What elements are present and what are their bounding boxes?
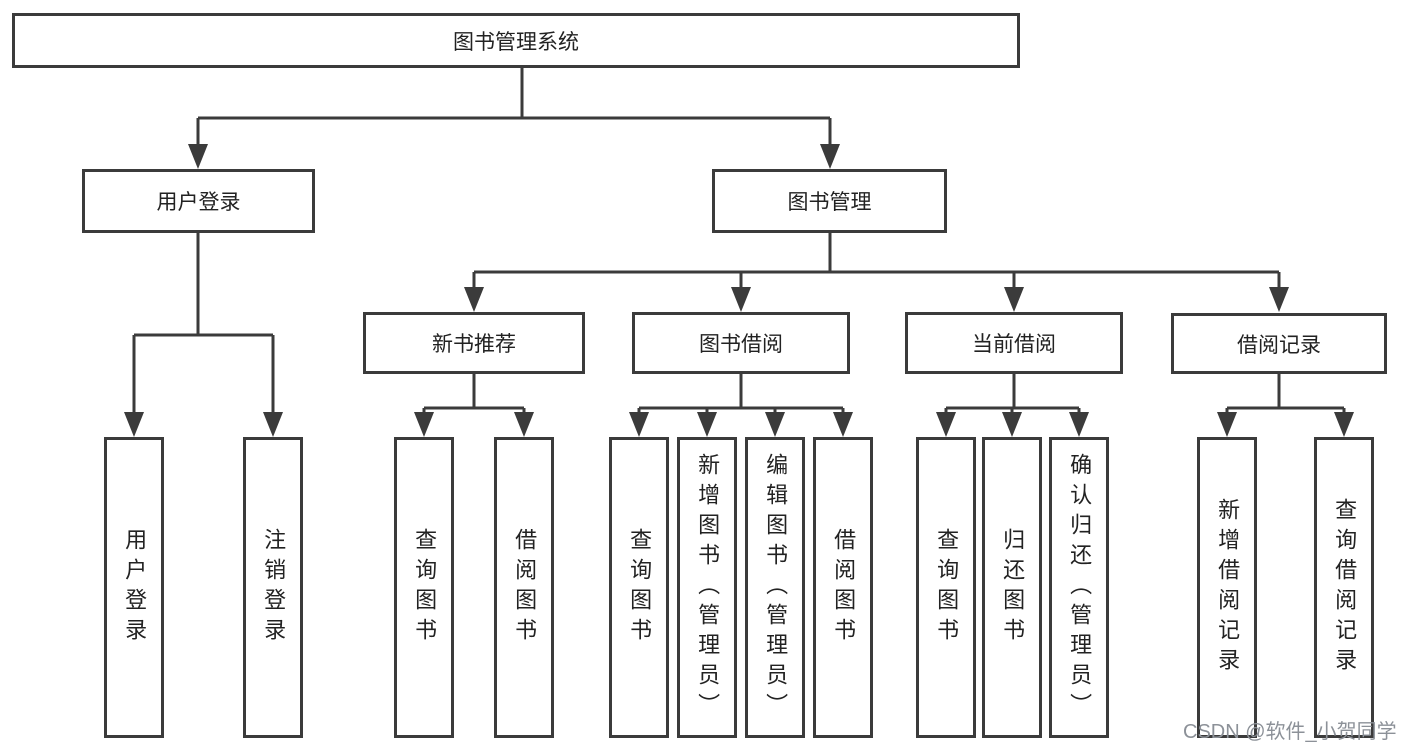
leaf-recommend-query-books: 查询图书 xyxy=(394,437,454,738)
arrowhead-icon xyxy=(697,412,717,437)
node-current-borrowing: 当前借阅 xyxy=(905,312,1123,374)
leaf-borrowing-edit-books-admin: 编辑图书（管理员） xyxy=(745,437,805,738)
node-library-system: 图书管理系统 xyxy=(12,13,1020,68)
leaf-current-query-books: 查询图书 xyxy=(916,437,976,738)
node-label: 借阅图书 xyxy=(831,527,857,648)
arrowhead-icon xyxy=(1004,287,1024,312)
node-label: 编辑图书（管理员） xyxy=(763,452,789,723)
watermark: CSDN @软件_小贺同学 xyxy=(1183,721,1397,743)
node-book-borrowing: 图书借阅 xyxy=(632,312,850,374)
arrowhead-icon xyxy=(1217,412,1237,437)
node-label: 查询借阅记录 xyxy=(1332,497,1358,678)
leaf-current-confirm-return-admin: 确认归还（管理员） xyxy=(1049,437,1109,738)
node-label: 查询图书 xyxy=(412,527,438,648)
node-label: 新增借阅记录 xyxy=(1215,497,1241,678)
node-label: 图书管理系统 xyxy=(453,30,579,54)
tree-edges xyxy=(132,68,1346,414)
node-label: 用户登录 xyxy=(156,191,241,214)
leaf-records-add-record: 新增借阅记录 xyxy=(1197,437,1257,738)
leaf-records-query-record: 查询借阅记录 xyxy=(1314,437,1374,738)
leaf-borrowing-borrow-books: 借阅图书 xyxy=(813,437,873,738)
leaf-borrowing-add-books-admin: 新增图书（管理员） xyxy=(677,437,737,738)
node-label: 注销登录 xyxy=(261,527,287,648)
arrowhead-icon xyxy=(414,412,434,437)
node-new-book-recommendation: 新书推荐 xyxy=(363,312,585,374)
arrowhead-icon xyxy=(514,412,534,437)
node-label: 新增图书（管理员） xyxy=(695,452,721,723)
leaf-current-return-books: 归还图书 xyxy=(982,437,1042,738)
arrowhead-icon xyxy=(820,144,840,169)
arrowhead-icon xyxy=(833,412,853,437)
arrowhead-icon xyxy=(1002,412,1022,437)
arrowhead-icon xyxy=(188,144,208,169)
node-label: 图书管理 xyxy=(787,191,872,214)
arrowhead-icon xyxy=(464,287,484,312)
node-book-management: 图书管理 xyxy=(712,169,947,233)
arrowhead-icon xyxy=(1269,287,1289,312)
node-label: 查询图书 xyxy=(934,527,960,648)
node-label: 查询图书 xyxy=(627,527,653,648)
node-label: 归还图书 xyxy=(1000,527,1026,648)
node-user-login: 用户登录 xyxy=(82,169,315,233)
node-label: 借阅图书 xyxy=(512,527,538,648)
arrowhead-icon xyxy=(263,412,283,437)
leaf-borrowing-query-books: 查询图书 xyxy=(609,437,669,738)
node-label: 借阅记录 xyxy=(1237,333,1321,357)
node-label: 图书借阅 xyxy=(699,333,783,356)
arrowhead-icon xyxy=(124,412,144,437)
node-label: 当前借阅 xyxy=(972,333,1056,356)
leaf-user-login: 用户登录 xyxy=(104,437,164,738)
arrowhead-icon xyxy=(936,412,956,437)
arrowhead-icon xyxy=(765,412,785,437)
leaf-recommend-borrow-books: 借阅图书 xyxy=(494,437,554,738)
node-label: 新书推荐 xyxy=(432,333,516,356)
node-borrowing-records: 借阅记录 xyxy=(1171,313,1387,374)
arrowhead-icon xyxy=(1069,412,1089,437)
leaf-logout: 注销登录 xyxy=(243,437,303,738)
arrowhead-icon xyxy=(629,412,649,437)
node-label: 用户登录 xyxy=(122,527,148,648)
node-label: 确认归还（管理员） xyxy=(1067,452,1093,723)
arrowhead-icon xyxy=(1334,412,1354,437)
arrowhead-icon xyxy=(731,287,751,312)
